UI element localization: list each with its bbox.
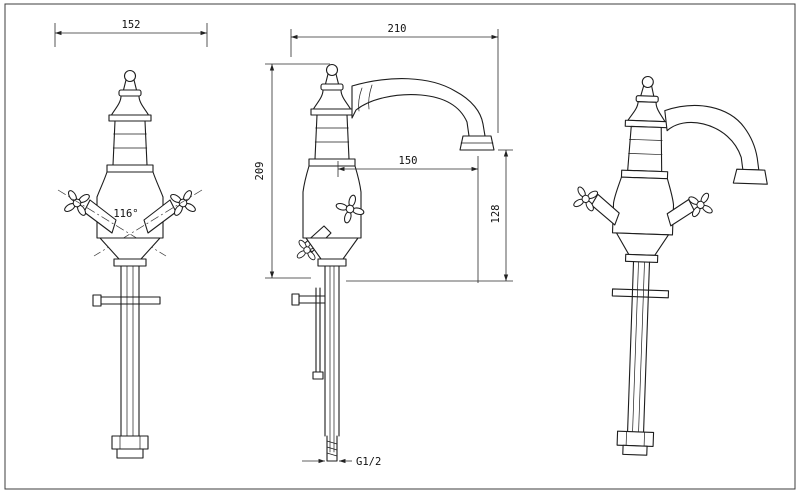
side-bracket-tab (291, 293, 300, 306)
side-view: 210 209 150 128 G1/2 (254, 23, 513, 468)
side-shaft (324, 265, 340, 437)
side-bracket (298, 295, 326, 304)
front-bracket-tab (92, 294, 102, 307)
iso-nut-washer (622, 444, 648, 456)
dim-150-label: 150 (399, 155, 418, 167)
iso-spout (664, 105, 760, 171)
iso-spout-outlet-flange (732, 168, 768, 185)
sheet-border (4, 3, 796, 490)
iso-bracket (611, 288, 670, 299)
iso-body (611, 176, 675, 236)
side-base-ring (317, 258, 347, 267)
iso-view (566, 75, 768, 456)
side-spout-ribs (358, 84, 373, 112)
front-shaft (120, 265, 140, 437)
side-spout (351, 78, 486, 137)
iso-supply-tubes (631, 261, 645, 449)
dim-210-extensions (290, 29, 499, 133)
dim-128-label: 128 (490, 205, 502, 224)
side-column (308, 63, 356, 167)
iso-shaft (627, 261, 651, 433)
side-threaded-end (326, 435, 338, 462)
front-mounting-nut (111, 435, 149, 450)
front-left-handle-stem (83, 199, 117, 234)
dim-209-extensions (265, 63, 330, 279)
front-column (106, 69, 154, 173)
iso-column (620, 75, 672, 180)
dim-210-label: 210 (388, 23, 407, 35)
front-right-handle-stem (143, 199, 177, 234)
front-base-cone (99, 237, 161, 260)
thread-label: G1/2 (356, 456, 381, 468)
iso-mounting-nut (616, 430, 655, 447)
iso-base-ring (624, 253, 659, 263)
dim-209-label: 209 (254, 162, 266, 181)
front-mounting-bracket (99, 296, 161, 305)
front-nut-washer (116, 448, 144, 459)
front-nut-bevels (119, 435, 141, 450)
front-view: 152 116° (54, 19, 208, 459)
side-supply-tubes (329, 265, 335, 453)
front-base-ring (113, 258, 147, 267)
iso-base-cone (615, 232, 670, 256)
iso-nut-bevels (625, 431, 645, 447)
side-popup-rod-end (312, 371, 324, 380)
side-popup-rod (315, 287, 321, 373)
front-supply-tubes (126, 265, 134, 453)
dim-152-label: 152 (122, 19, 141, 31)
dim-128-extensions (346, 149, 513, 282)
dim-angle-label: 116° (113, 208, 138, 220)
side-thread-hatch (326, 440, 338, 457)
